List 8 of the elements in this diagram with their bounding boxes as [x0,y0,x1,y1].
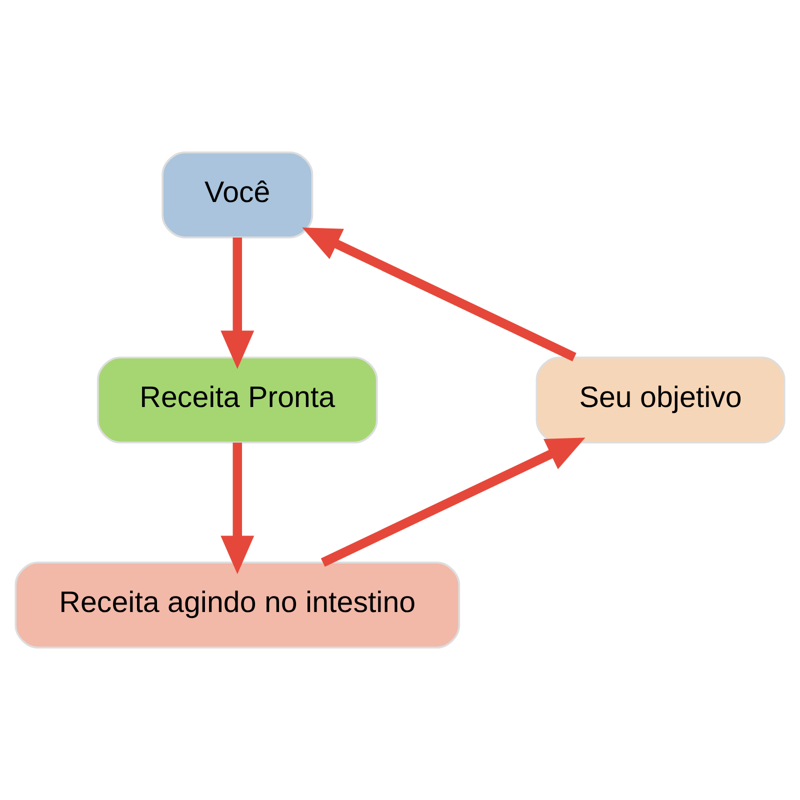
node-box: Receita agindo no intestino [14,562,460,649]
arrow [220,238,254,369]
arrow [302,228,576,362]
node-box: Receita Pronta [96,356,378,444]
node-box: Seu objetivo [536,356,786,444]
arrow [220,442,254,574]
node-box: Você [162,151,314,238]
arrow [320,438,586,567]
